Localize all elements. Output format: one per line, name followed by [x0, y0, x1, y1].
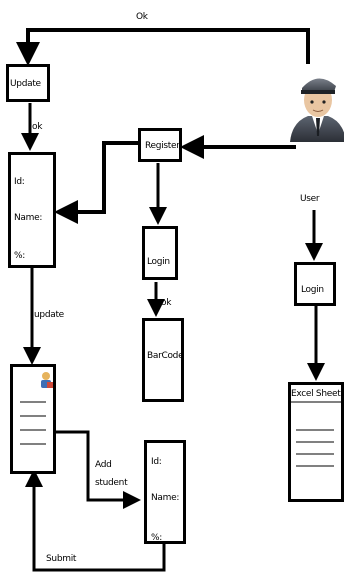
- edge-label-update: update: [34, 310, 64, 320]
- form-bottom-id: Id:: [151, 457, 162, 467]
- update-box: Update: [6, 64, 50, 102]
- login-center-label: Login: [147, 257, 170, 267]
- form-left-box: Id: Name: %:: [8, 152, 56, 268]
- edge-label-student: student: [95, 478, 128, 488]
- form-left-name: Name:: [14, 213, 43, 223]
- login-right-label: Login: [301, 285, 324, 295]
- update-label: Update: [10, 79, 41, 89]
- user-label: User: [300, 194, 320, 204]
- edge-label-ok-update: ok: [32, 122, 43, 132]
- form-bottom-box: Id: Name: %:: [144, 440, 186, 544]
- form-left-id: Id:: [14, 177, 25, 187]
- student-card-box: [10, 364, 56, 474]
- edge-label-add: Add: [95, 460, 112, 470]
- form-bottom-percent: %:: [151, 533, 162, 543]
- edge-label-submit: Submit: [46, 554, 77, 564]
- edge-label-ok-login: ok: [161, 298, 172, 308]
- barcode-box: BarCode: [142, 318, 184, 402]
- login-right-box: Login: [294, 262, 336, 306]
- register-label: Register: [145, 141, 180, 151]
- edge-label-ok-top: Ok: [136, 12, 148, 22]
- user-person-icon: [290, 78, 344, 142]
- barcode-label: BarCode: [147, 351, 184, 361]
- register-box: Register: [138, 128, 182, 162]
- excel-sheet-box: Excel Sheet: [288, 382, 344, 502]
- login-center-box: Login: [142, 226, 178, 280]
- edge-form-to-card-submit: [25, 469, 166, 572]
- form-bottom-name: Name:: [151, 493, 180, 503]
- excel-sheet-label: Excel Sheet: [291, 389, 341, 399]
- edge-user-to-update: [16, 28, 310, 66]
- form-left-percent: %:: [14, 251, 25, 261]
- edge-register-to-form: [54, 141, 140, 224]
- edge-card-to-form: [56, 430, 141, 509]
